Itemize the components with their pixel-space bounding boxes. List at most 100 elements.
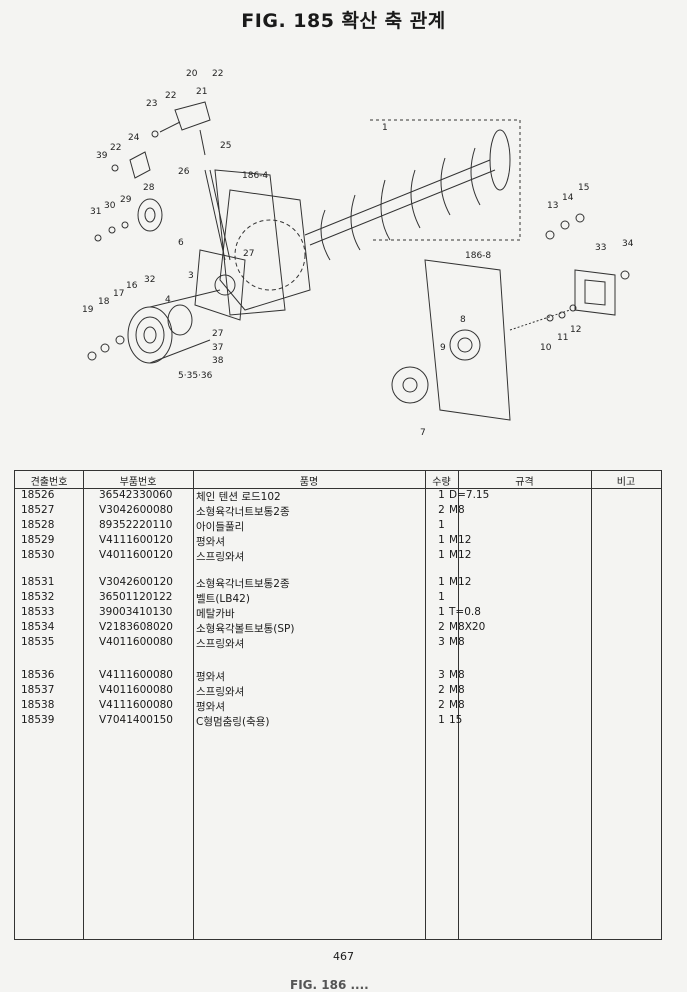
cell-name: 체인 텐션 로드102: [196, 491, 281, 503]
callout-37: 37: [212, 343, 223, 353]
cell-spec: M8: [449, 669, 465, 681]
callout-26: 26: [178, 167, 190, 177]
cell-spec: M12: [449, 534, 472, 546]
cell-spec: M8X20: [449, 621, 486, 633]
header-ref-number: 견출번호: [30, 477, 68, 488]
callout-15: 15: [578, 183, 589, 193]
cell-part: V4011600080: [99, 636, 173, 648]
cell-name: 소형육각볼트보통(SP): [196, 623, 295, 635]
cell-name: 평와셔: [196, 536, 225, 548]
figure-title: FIG. 185 확산 축 관계: [241, 10, 446, 32]
cell-ref: 18530: [21, 549, 55, 561]
cell-name: 메탈카바: [196, 608, 235, 620]
callout-3: 3: [188, 271, 194, 281]
diagram-svg: 1 3 4 5·35·36 6 7 8 9 10 11 12 13 14 15 …: [82, 69, 634, 438]
cell-name: 벨트(LB42): [196, 593, 250, 605]
cell-ref: 18529: [21, 534, 55, 546]
cell-spec: M8: [449, 684, 465, 696]
callout-13: 13: [547, 201, 558, 211]
callout-30: 30: [104, 201, 116, 211]
callout-38: 38: [212, 356, 224, 366]
cell-part: V4011600120: [99, 549, 173, 561]
cell-ref: 18527: [21, 504, 55, 516]
callout-27-a: 27: [243, 249, 254, 259]
cell-qty: 1: [438, 591, 445, 603]
cell-part: V7041400150: [99, 714, 173, 726]
cell-ref: 18536: [21, 669, 55, 681]
cell-qty: 1: [438, 714, 445, 726]
table-header: 견출번호 부품번호 품명 수량 규격 비고: [15, 471, 661, 489]
callout-14: 14: [562, 193, 574, 203]
cell-part: V4111600120: [99, 534, 173, 546]
table-row: 18539 V7041400150 C형멈춤링(축용) 1 15: [15, 714, 661, 730]
cell-name: C형멈춤링(축용): [196, 716, 270, 728]
exploded-parts-diagram: 1 3 4 5·35·36 6 7 8 9 10 11 12 13 14 15 …: [70, 60, 650, 460]
callout-12: 12: [570, 325, 581, 335]
cell-part: V4111600080: [99, 669, 173, 681]
cell-ref: 18534: [21, 621, 55, 633]
callout-28: 28: [143, 183, 155, 193]
cell-name: 스프링와셔: [196, 686, 245, 698]
callout-17: 17: [113, 289, 124, 299]
callout-23: 23: [146, 99, 157, 109]
callout-18: 18: [98, 297, 110, 307]
cell-part: 89352220110: [99, 519, 173, 531]
cell-name: 소형육각너트보통2종: [196, 578, 290, 590]
cell-qty: 2: [438, 504, 445, 516]
callout-6: 6: [178, 238, 184, 248]
callout-16: 16: [126, 281, 138, 291]
cell-qty: 3: [438, 636, 445, 648]
cell-ref: 18535: [21, 636, 55, 648]
cell-spec: T=0.8: [449, 606, 481, 618]
cell-name: 평와셔: [196, 701, 225, 713]
cell-ref: 18539: [21, 714, 55, 726]
cell-ref: 18533: [21, 606, 55, 618]
callout-10: 10: [540, 343, 552, 353]
cell-spec: M8: [449, 699, 465, 711]
cell-spec: M12: [449, 576, 472, 588]
callout-21: 21: [196, 87, 207, 97]
table-row: 18531 V3042600120 소형육각너트보통2종 1 M12: [15, 576, 661, 592]
callout-5-35-36: 5·35·36: [178, 371, 213, 381]
cell-part: V4111600080: [99, 699, 173, 711]
cell-name: 소형육각너트보통2종: [196, 506, 290, 518]
callout-39: 39: [96, 151, 108, 161]
cell-ref: 18531: [21, 576, 55, 588]
callout-9: 9: [440, 343, 446, 353]
callout-32: 32: [144, 275, 155, 285]
callout-20: 20: [186, 69, 198, 79]
cell-spec: M8: [449, 504, 465, 516]
cell-part: 36542330060: [99, 489, 173, 501]
cell-part: V4011600080: [99, 684, 173, 696]
cell-ref: 18532: [21, 591, 55, 603]
cell-part: 36501120122: [99, 591, 173, 603]
cell-spec: 15: [449, 714, 463, 726]
cell-ref: 18537: [21, 684, 55, 696]
cell-ref: 18528: [21, 519, 55, 531]
callout-8: 8: [460, 315, 466, 325]
cell-qty: 1: [438, 576, 445, 588]
callout-19: 19: [82, 305, 94, 315]
header-part-name: 품명: [299, 477, 319, 488]
cell-ref: 18526: [21, 489, 55, 501]
callout-25: 25: [220, 141, 231, 151]
callout-24: 24: [128, 133, 140, 143]
header-part-number: 부품번호: [119, 477, 157, 488]
callout-22-c: 22: [110, 143, 121, 153]
cell-qty: 2: [438, 699, 445, 711]
cell-name: 아이들풀리: [196, 521, 245, 533]
header-note: 비고: [616, 477, 636, 488]
header-spec: 규격: [515, 477, 534, 488]
cell-part: V3042600120: [99, 576, 173, 588]
parts-list-table: 견출번호 부품번호 품명 수량 규격 비고 18526 36542330060 체인…: [14, 470, 662, 940]
